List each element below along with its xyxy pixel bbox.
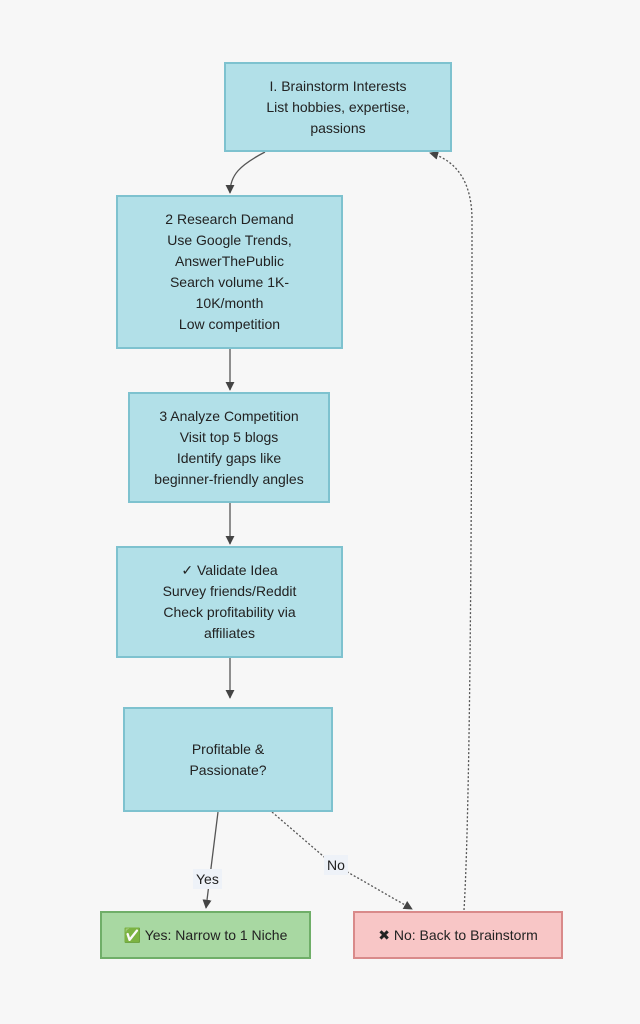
node-line: Identify gaps like: [176, 449, 282, 466]
edge-label-yes: Yes: [193, 869, 222, 889]
node-line: 3 Analyze Competition: [159, 407, 299, 424]
edge-brainstorm-to-research: [225, 151, 266, 194]
node-validate-idea: ✓ Validate Idea Survey friends/Reddit Ch…: [116, 546, 343, 658]
node-line: affiliates: [203, 625, 256, 641]
edge-label-no: No: [324, 855, 348, 875]
node-line: 2 Research Demand: [165, 211, 294, 227]
node-line: Passionate?: [189, 761, 267, 778]
node-line: ✖ No: Back to Brainstorm: [378, 926, 538, 943]
edge-decision-to-yes: [202, 811, 219, 909]
node-research-demand: 2 Research Demand Use Google Trends, Ans…: [116, 195, 343, 349]
node-line: Low competition: [178, 316, 281, 332]
node-line: AnswerThePublic: [175, 253, 284, 269]
node-line: ✅ Yes: Narrow to 1 Niche: [123, 926, 288, 943]
node-line: 10K/month: [195, 295, 264, 311]
node-brainstorm-interests: I. Brainstorm Interests List hobbies, ex…: [224, 62, 452, 152]
node-line: Search volume 1K-: [169, 274, 290, 290]
node-line: Check profitability via: [163, 604, 296, 620]
node-analyze-competition: 3 Analyze Competition Visit top 5 blogs …: [128, 392, 330, 503]
node-line: List hobbies, expertise,: [266, 98, 410, 115]
edge-no-to-brainstorm: [429, 150, 473, 911]
node-line: Survey friends/Reddit: [162, 583, 297, 599]
node-yes-narrow-niche: ✅ Yes: Narrow to 1 Niche: [100, 911, 311, 959]
node-no-back-to-brainstorm: ✖ No: Back to Brainstorm: [353, 911, 563, 959]
node-line: Visit top 5 blogs: [179, 428, 279, 445]
node-line: beginner-friendly angles: [154, 470, 304, 487]
node-line: passions: [310, 119, 366, 136]
node-line: ✓ Validate Idea: [181, 562, 278, 578]
node-line: I. Brainstorm Interests: [269, 77, 407, 94]
node-line: Profitable &: [191, 740, 265, 757]
node-decision-profitable: Profitable & Passionate?: [123, 707, 333, 812]
node-line: Use Google Trends,: [167, 232, 292, 248]
